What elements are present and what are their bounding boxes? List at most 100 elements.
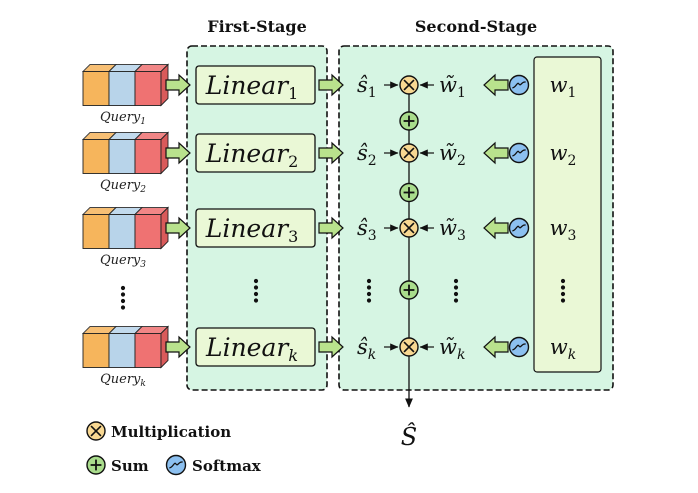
mult-stroke	[403, 147, 415, 159]
dot	[253, 285, 259, 290]
arrow-softmax-to-weight	[483, 335, 509, 359]
arrow-linear-to-score	[318, 73, 344, 97]
normalized-weight-symbol: w̃	[439, 216, 457, 240]
query-name: Query	[100, 178, 141, 193]
dot	[366, 291, 372, 297]
query-subscript: 2	[139, 185, 146, 195]
score-symbol: ŝ	[357, 73, 368, 97]
query-block	[81, 325, 170, 369]
multiplication-icon	[399, 75, 419, 95]
linear-ellipsis-dots	[253, 278, 259, 303]
query-block-side	[160, 206, 169, 250]
score-label: ŝk	[357, 335, 376, 363]
score-ellipsis-dots	[366, 278, 372, 303]
mult-stroke	[403, 222, 415, 234]
query-label: Queryk	[100, 372, 146, 389]
weight-subscript: k	[568, 347, 576, 363]
arrow-softmax-to-weight	[483, 73, 509, 97]
dot	[120, 285, 126, 291]
linear-name: Linear	[205, 71, 290, 100]
query-block-side	[160, 131, 169, 175]
score-subscript: 3	[368, 228, 377, 244]
arrow-linear-to-score	[318, 216, 344, 240]
softmax-icon	[508, 217, 530, 239]
legend-sum-label: Sum	[111, 457, 149, 475]
linear-label: Linear2	[205, 139, 299, 171]
weight-subscript: 2	[568, 153, 577, 169]
query-ellipsis-dots	[120, 285, 126, 310]
softmax-wave	[512, 81, 526, 89]
weight-subscript: 1	[568, 85, 577, 101]
linear-subscript: 2	[288, 152, 298, 171]
linear-box	[195, 208, 316, 248]
weight-label: wk	[550, 335, 576, 363]
multiplication-icon	[399, 218, 419, 238]
query-label: Query3	[100, 253, 146, 270]
query-block-side	[160, 325, 169, 369]
dot	[560, 278, 566, 284]
weight-symbol: w	[550, 141, 568, 165]
linear-subscript: 3	[288, 227, 298, 246]
normalized-weight-subscript: k	[457, 347, 465, 363]
query-block-face	[108, 71, 136, 106]
dot	[453, 298, 459, 303]
dot	[453, 291, 459, 297]
score-subscript: 2	[368, 153, 377, 169]
dot	[253, 291, 259, 297]
weight-subscript: 3	[568, 228, 577, 244]
linear-name: Linear	[205, 139, 290, 168]
normalized-weight-symbol: w̃	[439, 73, 457, 97]
linear-box	[195, 133, 316, 173]
arrow-softmax-to-weight	[483, 141, 509, 165]
softmax-icon	[508, 74, 530, 96]
legend-sum-icon	[86, 455, 106, 475]
mult-stroke	[403, 341, 415, 353]
linear-subscript: k	[288, 346, 298, 365]
query-name: Query	[100, 110, 141, 125]
query-block-face	[134, 214, 162, 249]
weight-symbol: w	[550, 335, 568, 359]
multiplication-icon	[399, 143, 419, 163]
legend-multiplication-label: Multiplication	[111, 423, 231, 441]
arrow-query-to-linear	[165, 73, 191, 97]
dot	[366, 285, 372, 290]
mult-stroke	[90, 425, 102, 437]
normalized-weight-subscript: 2	[457, 153, 466, 169]
linear-label: Lineark	[205, 333, 298, 365]
linear-subscript: 1	[288, 84, 298, 103]
normalized-weight-subscript: 3	[457, 228, 466, 244]
score-subscript: 1	[368, 85, 377, 101]
query-subscript: k	[140, 379, 145, 389]
query-block	[81, 131, 170, 175]
query-block-side	[160, 63, 169, 107]
score-symbol: ŝ	[357, 216, 368, 240]
query-subscript: 3	[140, 260, 146, 270]
softmax-wave	[512, 224, 526, 232]
linear-box	[195, 327, 316, 367]
legend-softmax-label: Softmax	[192, 457, 262, 475]
linear-name: Linear	[205, 333, 290, 362]
arrow-query-to-linear	[165, 335, 191, 359]
normalized-weight-label: w̃1	[439, 73, 466, 101]
query-block	[81, 206, 170, 250]
query-block-face	[134, 333, 162, 368]
query-block	[81, 63, 170, 107]
weight-symbol: w	[550, 73, 568, 97]
query-block-face	[82, 71, 110, 106]
arrow-query-to-linear	[165, 141, 191, 165]
softmax-icon	[508, 336, 530, 358]
normalized-weight-label: w̃k	[439, 335, 465, 363]
arrow-linear-to-score	[318, 335, 344, 359]
query-subscript: 1	[140, 117, 146, 127]
query-label: Query2	[100, 178, 146, 195]
query-block-face	[82, 214, 110, 249]
weight-label: w3	[550, 216, 577, 244]
linear-name: Linear	[205, 214, 290, 243]
linear-label: Linear3	[205, 214, 299, 246]
dot	[253, 278, 259, 284]
weight-label: w1	[550, 73, 577, 101]
query-block-face	[82, 333, 110, 368]
multiplication-icon	[399, 337, 419, 357]
score-label: ŝ3	[357, 216, 377, 244]
